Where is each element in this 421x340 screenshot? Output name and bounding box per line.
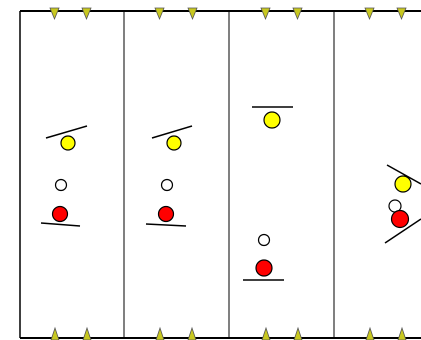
yellow-circle-icon	[166, 135, 182, 151]
white-circle-icon	[54, 178, 68, 192]
upper-paddle-line	[151, 125, 193, 139]
white-circle-icon	[257, 233, 271, 247]
up-triangle-icon	[293, 326, 303, 340]
up-triangle-icon	[50, 326, 60, 340]
down-triangle-icon	[364, 7, 375, 21]
up-triangle-icon	[397, 326, 407, 340]
lower-paddle-line	[40, 222, 81, 227]
up-triangle-icon	[155, 326, 165, 340]
down-triangle-icon	[396, 7, 407, 21]
down-triangle-icon	[49, 7, 60, 21]
top-markers	[49, 7, 407, 21]
yellow-circle-icon	[394, 175, 412, 193]
down-triangle-icon	[154, 7, 165, 21]
lower-paddle-line	[145, 223, 187, 227]
up-triangle-icon	[187, 326, 197, 340]
red-circle-icon	[51, 205, 69, 223]
up-triangle-icon	[261, 326, 271, 340]
panel-4	[384, 164, 421, 244]
red-circle-icon	[255, 259, 273, 277]
up-triangle-icon	[82, 326, 92, 340]
down-triangle-icon	[187, 7, 198, 21]
red-circle-icon	[157, 205, 175, 223]
down-triangle-icon	[81, 7, 92, 21]
yellow-circle-icon	[60, 135, 76, 151]
lower-paddle-line	[384, 218, 421, 244]
red-circle-icon	[390, 209, 410, 229]
bottom-markers	[50, 326, 407, 340]
white-circle-icon	[160, 178, 174, 192]
yellow-circle-icon	[263, 111, 281, 129]
upper-paddle-line	[386, 164, 421, 185]
panel-3	[243, 106, 293, 281]
down-triangle-icon	[292, 7, 303, 21]
frame	[19, 10, 421, 339]
panel-1	[40, 125, 88, 227]
down-triangle-icon	[260, 7, 271, 21]
upper-paddle-line	[45, 125, 88, 139]
panel-2	[145, 125, 193, 227]
up-triangle-icon	[365, 326, 375, 340]
